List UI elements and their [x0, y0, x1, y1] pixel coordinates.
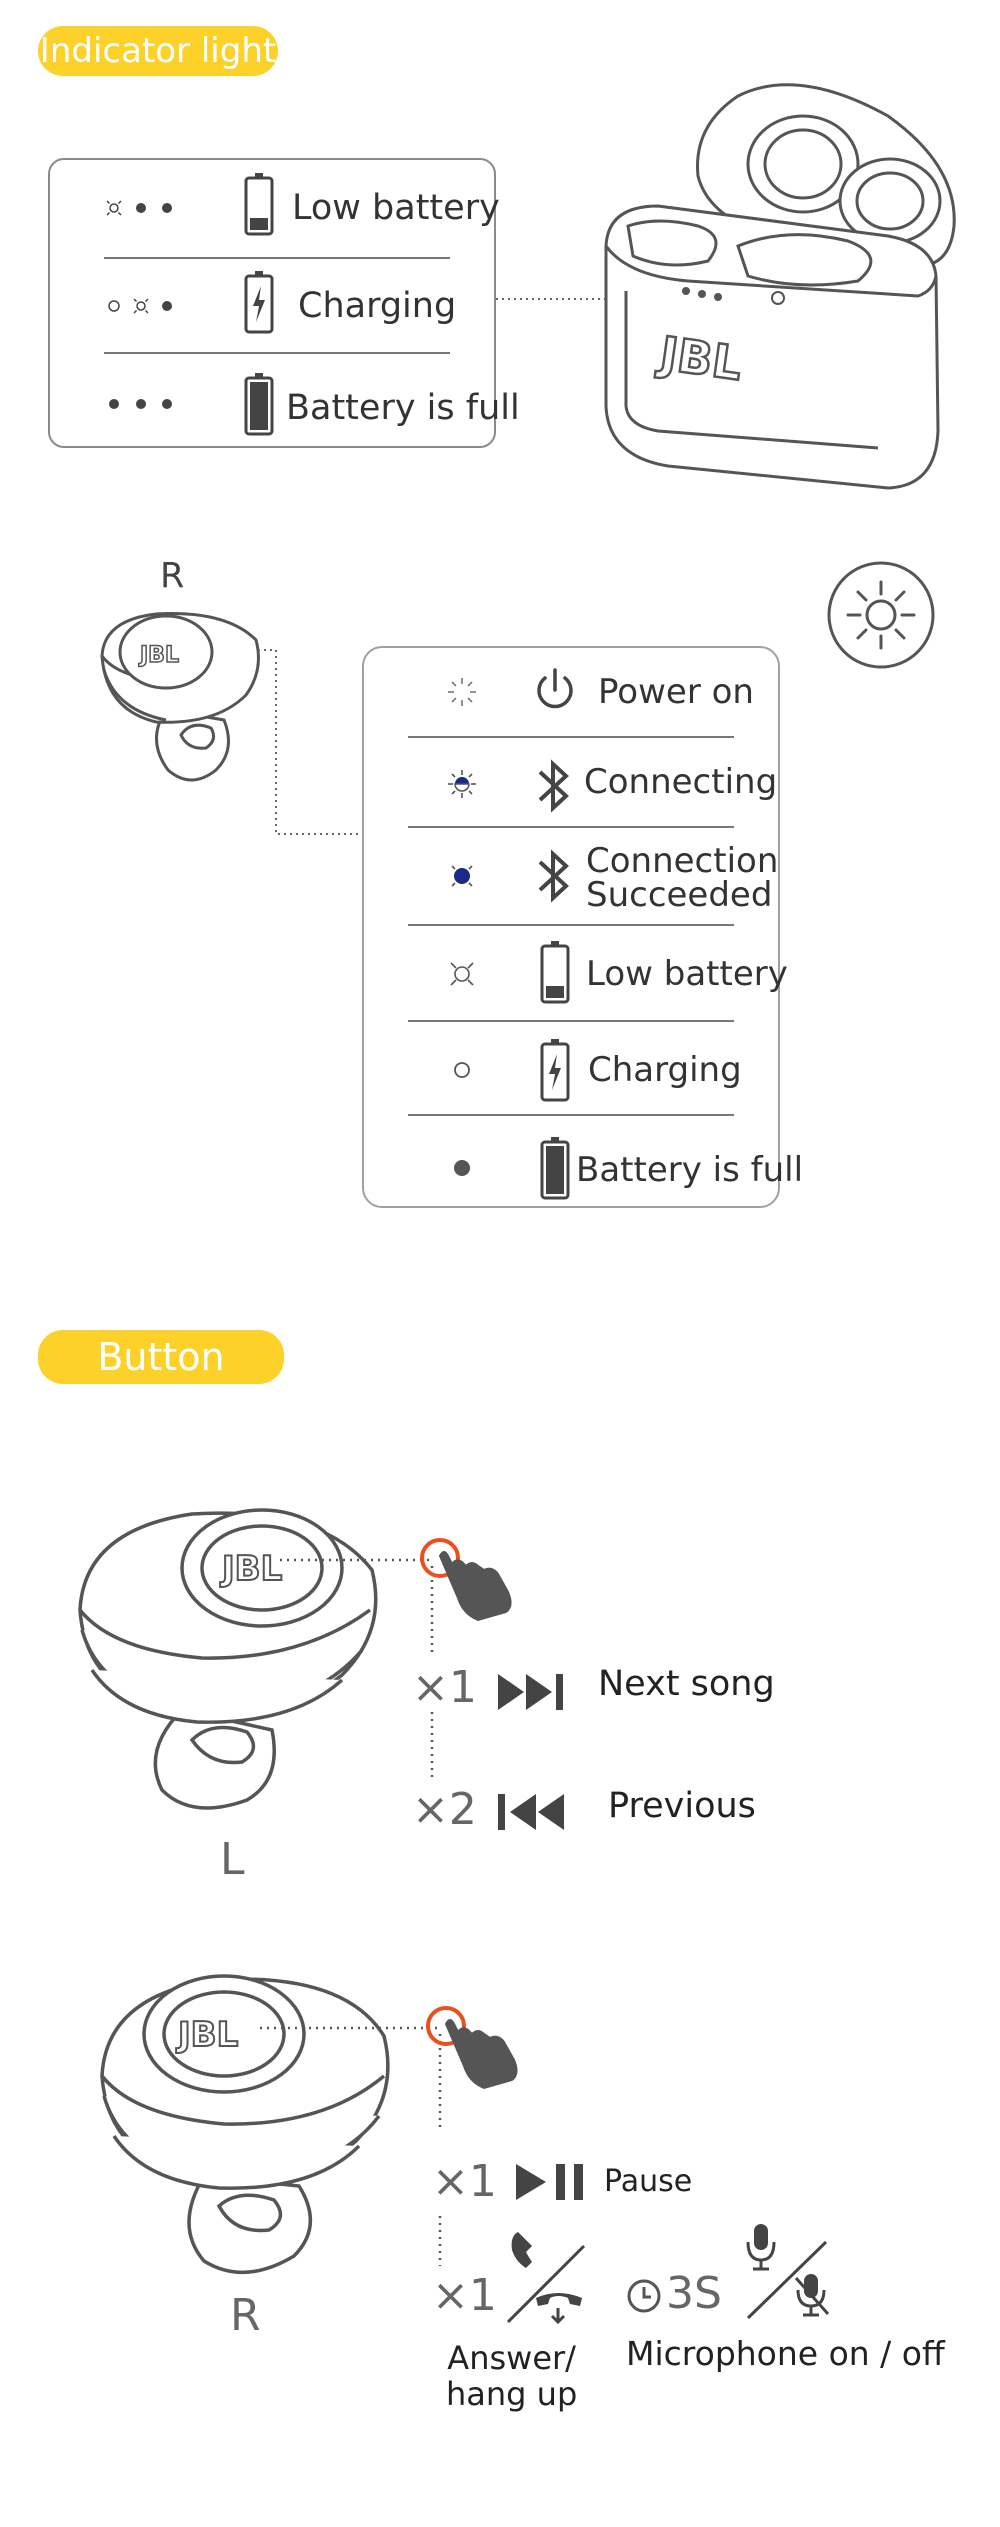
earbud-status-low-battery: Low battery: [586, 954, 788, 994]
battery-charging-icon: [540, 1039, 570, 1102]
case-panel-divider: [104, 352, 450, 354]
battery-full-icon: [244, 373, 274, 436]
battery-low-icon: [244, 173, 274, 236]
led-flash-icon: [448, 678, 476, 706]
led-pattern-solid-solid-solid-icon: [109, 399, 172, 409]
right-earbud-brand-logo: JBL: [176, 2015, 238, 2055]
next-song-tap-count: ×1: [412, 1662, 477, 1713]
earbud-side-label-l: L: [220, 1834, 245, 1885]
earbud-status-connecting: Connecting: [584, 762, 778, 802]
left-tap-gesture-icon[interactable]: [418, 1536, 518, 1626]
led-blue-flash-icon: [448, 770, 476, 798]
power-icon: [537, 668, 573, 709]
case-brand-logo: JBL: [654, 326, 745, 391]
earbud-status-power-on: Power on: [598, 672, 754, 712]
battery-charging-icon: [244, 271, 274, 334]
answer-tap-count: ×1: [432, 2270, 497, 2321]
earbud-status-connection-succeeded: Connection Succeeded: [586, 841, 779, 915]
indicator-light-heading: Indicator light: [38, 26, 278, 76]
button-heading: Button: [38, 1330, 284, 1384]
led-solid-icon: [454, 1160, 470, 1176]
right-earbud-small-illustration: JBL: [100, 612, 260, 782]
hold-clock-icon: [627, 2279, 661, 2313]
case-status-battery-full: Battery is full: [286, 388, 520, 428]
play-pause-icon: [516, 2164, 583, 2200]
previous-tap-count: ×2: [412, 1784, 477, 1835]
pause-tap-count: ×1: [432, 2156, 497, 2207]
earbud-side-label-r: R: [160, 556, 185, 596]
led-pattern-blink-solid-solid-icon: [106, 200, 172, 216]
earbud-panel-divider: [408, 1114, 734, 1116]
earbud-indicator-panel: [362, 646, 780, 1208]
case-status-charging: Charging: [298, 286, 457, 326]
left-earbud-illustration: JBL: [78, 1508, 378, 1810]
earbud-side-label-r-large: R: [230, 2290, 261, 2341]
earbud-status-battery-full: Battery is full: [576, 1150, 804, 1190]
earbud-leader-line: [258, 649, 366, 835]
right-earbud-illustration: JBL: [100, 1974, 390, 2275]
right-tap-gesture-icon[interactable]: [424, 2004, 524, 2094]
left-earbud-brand-logo: JBL: [220, 1549, 282, 1589]
case-status-low-battery: Low battery: [292, 188, 500, 228]
hold-duration: 3S: [666, 2268, 722, 2319]
answer-hangup-label: Answer/ hang up: [446, 2339, 578, 2413]
earbud-panel-divider: [408, 1020, 734, 1022]
next-track-icon: [498, 1674, 563, 1710]
case-panel-divider: [104, 257, 450, 259]
pause-label: Pause: [604, 2164, 693, 2199]
bluetooth-icon: [538, 849, 569, 903]
next-song-label: Next song: [598, 1664, 775, 1704]
earbud-panel-divider: [408, 736, 734, 738]
earbud-panel-divider: [408, 924, 734, 926]
svg-text:JBL: JBL: [138, 643, 179, 668]
led-pattern-solid-blink-solid-icon: [108, 298, 172, 314]
earbud-status-charging: Charging: [588, 1050, 742, 1090]
led-blue-solid-icon: [451, 865, 473, 887]
battery-full-icon: [540, 1137, 570, 1200]
right-tap-guide-lines: [260, 2026, 442, 2266]
microphone-toggle-icon: [746, 2224, 830, 2320]
led-blink-icon: [450, 962, 474, 986]
earbud-panel-divider: [408, 826, 734, 828]
previous-track-icon: [498, 1794, 564, 1830]
led-off-icon: [454, 1062, 470, 1078]
charging-case-illustration: JBL: [604, 83, 956, 490]
left-tap-guide-lines: [280, 1558, 434, 1778]
microphone-on-off-label: Microphone on / off: [626, 2334, 945, 2373]
battery-low-icon: [540, 941, 570, 1004]
previous-label: Previous: [608, 1786, 756, 1826]
phone-answer-hangup-icon: [506, 2232, 586, 2325]
led-light-sun-icon: [827, 561, 935, 669]
bluetooth-icon: [538, 759, 569, 813]
